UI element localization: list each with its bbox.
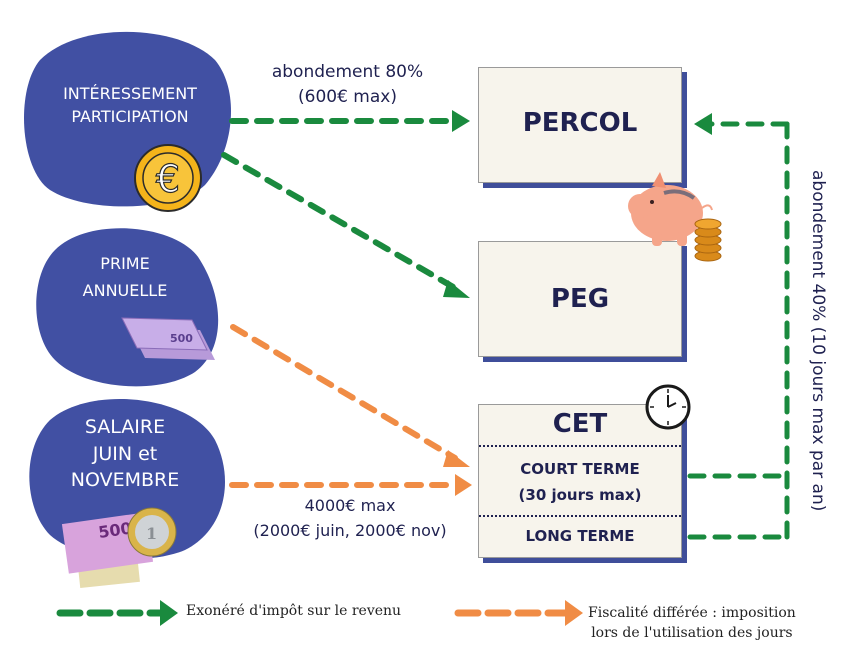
legend-green-arrow	[56, 600, 178, 626]
box-percol: PERCOL	[478, 67, 682, 183]
svg-text:1: 1	[146, 524, 157, 543]
salaire-arrow-label-line2: (2000€ juin, 2000€ nov)	[253, 520, 447, 540]
cet-long-terme: LONG TERME	[525, 527, 635, 545]
money-icon: 500 1	[61, 507, 177, 589]
legend-orange-label-line2: lors de l'utilisation des jours	[591, 625, 793, 642]
legend-orange-arrow	[454, 600, 583, 626]
blob-salaire	[29, 398, 225, 559]
cet-percol-arrow-label: abondement 40% (10 jours max par an)	[808, 170, 828, 512]
cet-court-terme: COURT TERME (30 jours max)	[479, 457, 681, 508]
source-prime-line1: PRIME	[100, 254, 150, 273]
svg-text:500: 500	[170, 332, 193, 345]
legend-green-label: Exonéré d'impôt sur le revenu	[186, 603, 402, 619]
euro-coin-icon: €	[134, 144, 202, 212]
source-interessement-line2: PARTICIPATION	[71, 107, 189, 127]
source-interessement: INTÉRESSEMENT PARTICIPATION	[40, 82, 220, 128]
svg-text:€: €	[156, 157, 180, 201]
percol-arrow-label: abondement 80% (600€ max)	[240, 60, 455, 109]
salaire-arrow-label: 4000€ max (2000€ juin, 2000€ nov)	[225, 494, 475, 544]
percol-arrow-label-line1: abondement 80%	[271, 62, 424, 82]
salaire-arrow-label-line1: 4000€ max	[304, 496, 396, 515]
arrowhead-percol	[452, 110, 470, 132]
box-cet-title: CET	[552, 409, 608, 439]
source-salaire-line2: JUIN et	[92, 442, 158, 465]
source-salaire-line1: SALAIRE	[84, 416, 166, 438]
arrowhead-salaire-cet	[455, 474, 472, 496]
cet-divider-2	[479, 515, 681, 517]
arrow-cet-percol	[687, 113, 790, 540]
percol-arrow-label-line2: (600€ max)	[298, 86, 397, 107]
source-interessement-line1: INTÉRESSEMENT	[63, 84, 197, 103]
piggy-bank-icon	[628, 172, 722, 262]
cet-court-terme-detail: (30 jours max)	[518, 485, 642, 504]
arrowhead-peg	[443, 280, 470, 298]
banknotes-icon: 500	[121, 317, 215, 360]
cet-divider-1	[479, 445, 681, 447]
box-cet: CET COURT TERME (30 jours max) LONG TERM…	[478, 404, 682, 558]
box-peg-title: PEG	[550, 284, 610, 314]
legend-orange-label: Fiscalité différée : imposition lors de …	[588, 603, 796, 644]
source-prime-line2: ANNUELLE	[82, 281, 168, 301]
source-salaire: SALAIRE JUIN et NOVEMBRE	[40, 414, 210, 494]
cet-court-terme-label: COURT TERME	[520, 460, 640, 478]
clock-icon	[645, 384, 691, 430]
source-salaire-line3: NOVEMBRE	[70, 469, 180, 492]
legend-orange-label-line1: Fiscalité différée : imposition	[588, 605, 796, 621]
arrowhead-prime-cet	[443, 450, 470, 467]
box-peg: PEG	[478, 241, 682, 357]
arrow-interessement-peg	[221, 152, 458, 291]
source-prime: PRIME ANNUELLE	[40, 250, 210, 304]
svg-text:500: 500	[97, 519, 133, 542]
arrow-prime-cet	[230, 324, 458, 461]
box-percol-title: PERCOL	[522, 108, 638, 138]
